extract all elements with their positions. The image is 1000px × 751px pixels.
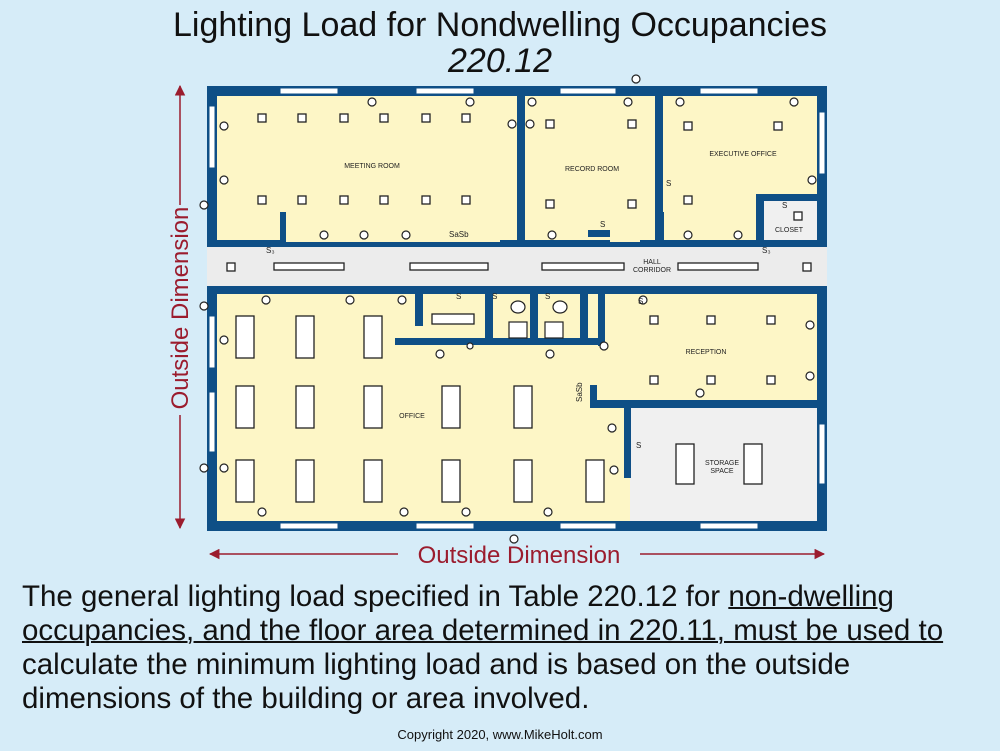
ceiling-luminaires (226, 113, 812, 385)
room-label-hall: HALL (643, 259, 661, 266)
floor-plan-diagram: MEETING ROOM RECORD ROOM EXECUTIVE OFFIC… (167, 74, 827, 569)
room-label-office: OFFICE (399, 413, 425, 420)
switch-restroom-right: S (545, 292, 550, 301)
room-label-executive-office: EXECUTIVE OFFICE (709, 151, 777, 158)
room-label-space: SPACE (710, 468, 734, 475)
switch-restroom-left: S (456, 292, 461, 301)
copyright-notice: Copyright 2020, www.MikeHolt.com (397, 727, 603, 742)
interior-walls (207, 96, 827, 478)
room-label-corridor: CORRIDOR (633, 267, 671, 274)
room-label-closet: CLOSET (775, 227, 804, 234)
code-section-number: 220.12 (448, 42, 552, 80)
switch-three-way-right: S₃ (762, 246, 771, 255)
description-part2: calculate the minimum lighting load and … (22, 648, 851, 715)
description-part1: The general lighting load specified in T… (22, 580, 729, 613)
description-text: The general lighting load specified in T… (22, 580, 992, 716)
receptacle-outlets (199, 74, 817, 544)
switch-executive-office: S (666, 179, 671, 188)
switch-reception: S (638, 297, 643, 306)
switch-labels: S₃ S₃ SaSb S S S S S S S S SaSb (266, 179, 787, 450)
restroom-fixtures (508, 300, 568, 339)
storage-space-floor (630, 408, 817, 521)
fluorescent-fixtures (235, 262, 763, 503)
switch-sasb-meeting: SaSb (449, 230, 469, 239)
page-title: Lighting Load for Nondwelling Occupancie… (173, 6, 827, 44)
switch-sasb-office: SaSb (575, 382, 584, 402)
switch-restroom-mid: S (492, 292, 497, 301)
switch-closet: S (782, 201, 787, 210)
windows (208, 87, 826, 530)
room-label-reception: RECEPTION (686, 349, 727, 356)
vertical-dimension-label: Outside Dimension (167, 207, 194, 410)
closet-floor (763, 200, 817, 242)
room-label-record-room: RECORD ROOM (565, 166, 619, 173)
switch-storage: S (636, 441, 641, 450)
room-label-meeting-room: MEETING ROOM (344, 163, 400, 170)
switch-three-way-left: S₃ (266, 246, 275, 255)
horizontal-dimension-label: Outside Dimension (418, 542, 621, 569)
switch-record-room: S (600, 220, 605, 229)
room-label-storage: STORAGE (705, 460, 739, 467)
description-underlined: non-dwelling occupancies, and the floor … (22, 580, 944, 647)
